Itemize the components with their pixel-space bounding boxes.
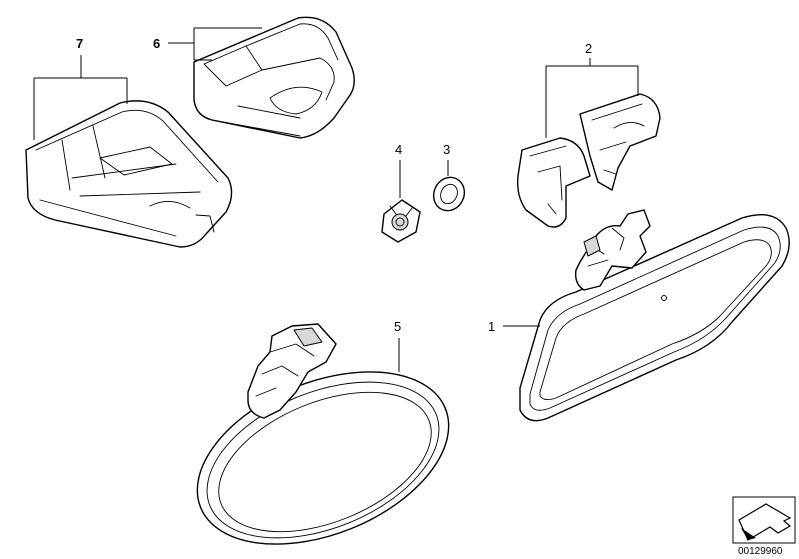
callout-2-group: 2	[545, 41, 639, 138]
callout-6-group: 6	[153, 27, 262, 61]
callout-4-label: 4	[395, 142, 402, 157]
part-1-mirror	[519, 209, 790, 422]
callout-3-group: 3	[443, 142, 450, 176]
callout-6-label: 6	[153, 36, 160, 51]
reference-symbol	[732, 496, 796, 544]
callout-4-group: 4	[395, 142, 402, 198]
part-2-trim-cover	[516, 93, 661, 228]
part-5-oval-mirror	[196, 323, 450, 545]
callout-1-group: 1	[488, 319, 540, 334]
part-4-clip	[381, 199, 421, 243]
callout-3-label: 3	[443, 142, 450, 157]
reference-number: 00129960	[738, 546, 783, 557]
part-3-washer	[432, 176, 466, 212]
callout-7-label: 7	[76, 36, 83, 51]
callout-7-group: 7	[33, 36, 128, 140]
callout-5-group: 5	[394, 319, 401, 372]
part-6-cover	[193, 16, 355, 139]
callout-1-label: 1	[488, 319, 495, 334]
callout-5-label: 5	[394, 319, 401, 334]
part-7-cover	[25, 100, 233, 248]
callout-2-label: 2	[585, 41, 592, 56]
